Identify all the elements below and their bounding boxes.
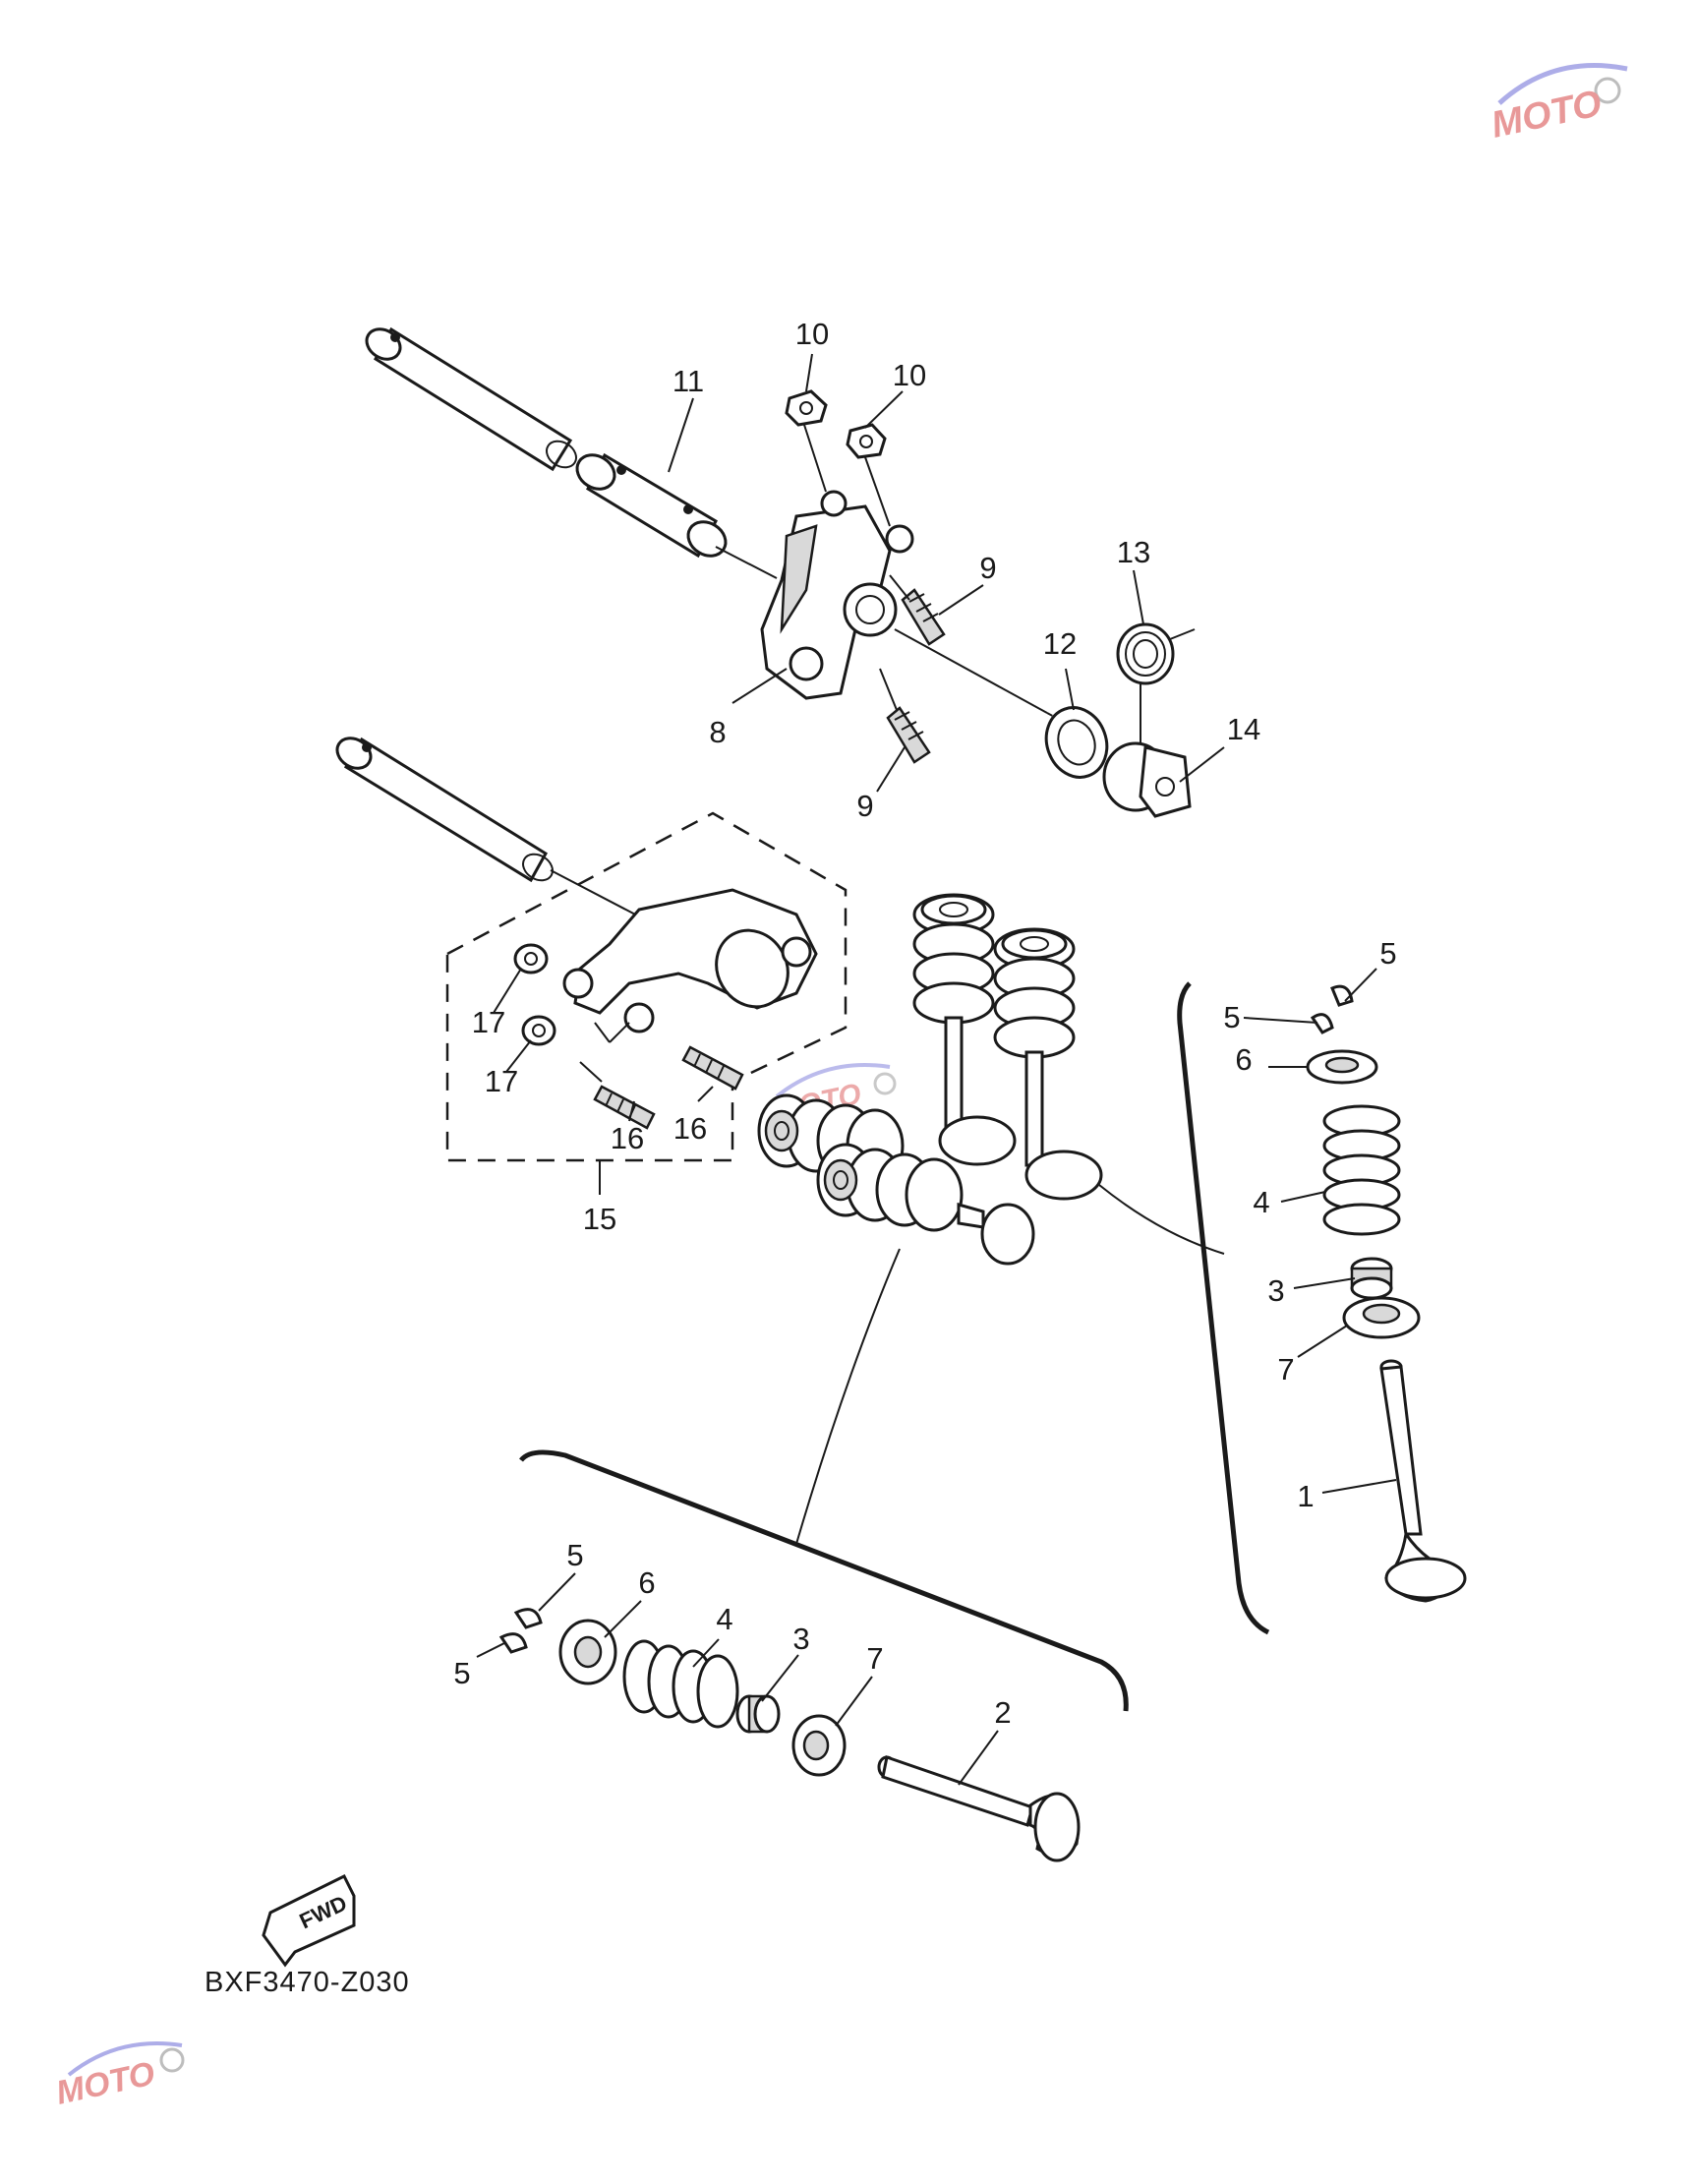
callout-7a: 7 [1277,1352,1294,1387]
callout-5c: 5 [566,1538,583,1572]
cotter-5-bottom-b [498,1632,528,1654]
cotter-5-bottom-a [513,1608,543,1629]
callout-4a: 4 [1253,1185,1269,1219]
callout-9b: 9 [856,789,873,823]
cotter-5-right-a [1310,1013,1334,1034]
spring-4-right [1322,1104,1401,1236]
adjust-screw-9b [886,706,931,764]
callout-1: 1 [1297,1479,1314,1513]
callout-10b: 10 [893,358,926,392]
rocker-arm-lower [562,888,818,1033]
spring-seat-14 [1102,741,1192,818]
retainer-6-bottom [558,1619,617,1685]
seal-3-right [1350,1257,1393,1300]
callout-14: 14 [1227,712,1260,746]
callout-7b: 7 [866,1641,883,1676]
seat-7-bottom [791,1714,847,1777]
leader-to-bottom-group [795,1248,901,1545]
callout-5d: 5 [453,1656,470,1690]
callout-6b: 6 [638,1565,655,1600]
retainer-6-right [1306,1049,1378,1085]
callout-3a: 3 [1267,1273,1284,1308]
seal-3-bottom [735,1694,781,1734]
seat-7-right [1342,1296,1421,1339]
adjust-screw-16b [681,1045,744,1091]
callout-17a: 17 [472,1005,505,1039]
washer-12 [1044,706,1109,779]
kit-boundary-15 [445,811,848,1195]
callout-17b: 17 [485,1064,518,1098]
svg-text:MOTO: MOTO [1488,83,1606,147]
drawing-code: BXF3470-Z030 [205,1967,410,1998]
valve-assembly-center-left [912,893,1017,1166]
valve-assembly-right-front [816,1143,1035,1266]
callout-16b: 16 [673,1111,707,1146]
callout-5a: 5 [1379,936,1396,971]
valve-2 [877,1755,1081,1862]
nut-10b [846,423,887,459]
watermark-logo-bottom: MOTO [53,2041,185,2112]
spring-13 [1116,622,1196,685]
callout-6a: 6 [1235,1042,1252,1077]
callout-3b: 3 [792,1622,809,1656]
shaft-part-11 [575,452,728,559]
leader-to-right-group [1098,1184,1225,1255]
valve-assembly-center-right [993,927,1103,1201]
callout-12: 12 [1043,626,1077,661]
callout-16a: 16 [611,1121,644,1155]
callout-11: 11 [673,364,704,398]
watermark-logo-top: MOTO [1488,63,1628,147]
bracket-bottom [519,1449,1129,1712]
nut-17b [521,1015,556,1046]
callout-15: 15 [583,1202,616,1236]
rocker-arm-8 [760,490,914,700]
bracket-right [1177,981,1270,1635]
svg-text:MOTO: MOTO [53,2055,158,2112]
callout-4b: 4 [716,1602,732,1636]
rocker-shaft-lower [335,737,554,883]
nut-17a [513,943,549,974]
valve-1 [1379,1359,1467,1603]
callout-8: 8 [709,715,726,749]
leader-lines [476,353,1397,1786]
spring-4-bottom [622,1639,739,1729]
callout-2: 2 [994,1695,1011,1730]
nut-10a [785,389,828,427]
callout-5b: 5 [1223,1000,1240,1034]
callout-10a: 10 [795,317,829,351]
callout-9a: 9 [979,551,996,585]
callout-labels: 11 10 10 9 8 9 12 13 14 17 17 16 16 15 5… [453,317,1396,1730]
rocker-shaft-upper [365,326,577,472]
fwd-arrow-icon: FWD [262,1873,356,1968]
callout-13: 13 [1117,535,1150,569]
